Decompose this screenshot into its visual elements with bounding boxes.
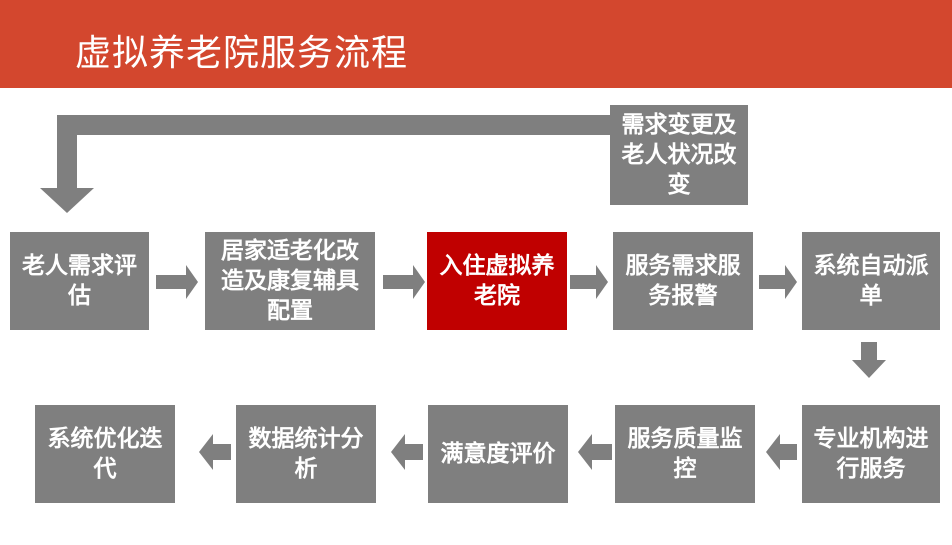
- page-title: 虚拟养老院服务流程: [75, 33, 409, 74]
- arrow-left-1: [766, 434, 797, 470]
- step-label-2: 居家适老化改造及康复辅具配置: [221, 238, 359, 324]
- arrow-right-1: [156, 265, 198, 299]
- step-label-9: 数据统计分析: [248, 426, 364, 482]
- loop-label-box: 需求变更及老人状况改变: [610, 105, 748, 205]
- step-box-7: 服务质量监控: [615, 405, 755, 503]
- loop-arrow-down: [40, 188, 94, 213]
- step-box-1: 老人需求评估: [10, 232, 149, 330]
- step-label-6: 专业机构进行服务: [813, 426, 929, 482]
- step-label-3: 入住虚拟养老院: [439, 253, 555, 309]
- step-label-4: 服务需求服务报警: [625, 253, 741, 309]
- loop-label-text: 需求变更及老人状况改变: [621, 112, 737, 198]
- loop-connector-vertical: [57, 115, 77, 192]
- step-box-8: 满意度评价: [428, 405, 568, 503]
- step-box-5: 系统自动派单: [802, 232, 940, 330]
- step-box-2: 居家适老化改造及康复辅具配置: [205, 232, 375, 330]
- step-box-9: 数据统计分析: [236, 405, 376, 503]
- arrow-left-2: [578, 434, 612, 470]
- step-label-10: 系统优化迭代: [47, 426, 163, 482]
- loop-connector-horizontal: [57, 115, 610, 135]
- step-box-6: 专业机构进行服务: [802, 405, 940, 503]
- arrow-left-3: [391, 434, 423, 470]
- step-label-7: 服务质量监控: [627, 426, 743, 482]
- arrow-right-4: [759, 265, 797, 299]
- step-label-8: 满意度评价: [440, 441, 556, 467]
- arrow-down-1: [852, 342, 886, 378]
- arrow-right-3: [570, 265, 608, 299]
- step-box-4: 服务需求服务报警: [613, 232, 753, 330]
- step-box-10: 系统优化迭代: [35, 405, 175, 503]
- step-label-1: 老人需求评估: [22, 253, 137, 309]
- step-label-5: 系统自动派单: [813, 253, 929, 309]
- title-bar: 虚拟养老院服务流程: [0, 0, 952, 88]
- arrow-right-2: [383, 265, 425, 299]
- step-box-3: 入住虚拟养老院: [427, 232, 567, 330]
- arrow-left-4: [199, 434, 231, 470]
